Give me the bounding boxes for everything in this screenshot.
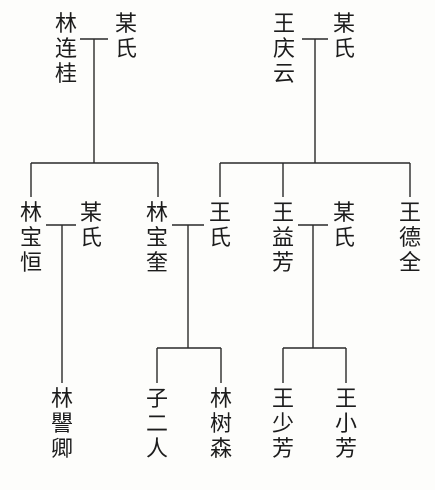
person-lin-baokui: 林宝奎 [145,201,168,276]
person-wang-gen1-wife: 某氏 [332,12,355,62]
person-lin-lianguì: 林连桂 [54,12,77,87]
person-lin-baoheng-wife: 某氏 [79,201,102,251]
person-lin-yuqing: 林譻卿 [50,387,73,462]
person-wang-qingyun: 王庆云 [272,12,295,87]
person-lin-baokui-wife: 王氏 [208,201,231,251]
person-wang-dequan: 王德全 [398,201,421,276]
person-lin-baoheng: 林宝恒 [19,201,42,276]
person-wang-yifang-wife: 某氏 [332,201,355,251]
person-zi-erren: 子二人 [145,387,168,462]
person-wang-xiaofang: 王小芳 [334,387,357,462]
person-lin-gen1-wife: 某氏 [114,12,137,62]
person-wang-yifang: 王益芳 [271,201,294,276]
person-lin-shusen: 林树森 [209,387,232,462]
person-wang-shaofang: 王少芳 [271,387,294,462]
